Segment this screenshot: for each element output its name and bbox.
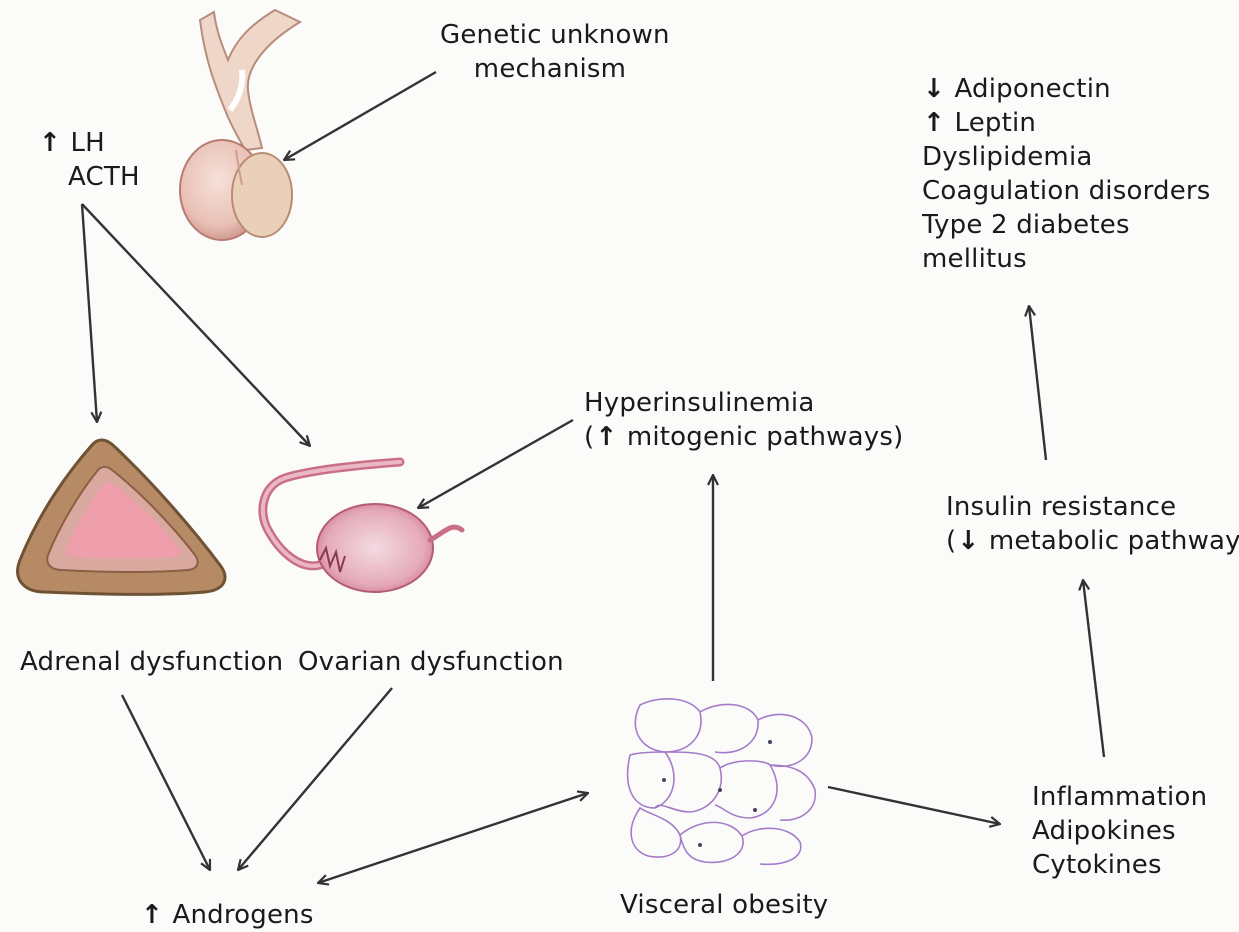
arrow-obesity-to-inflammation [828,787,1000,824]
arrow-adrenal-to-androgens [122,695,210,870]
androgens-text: Androgens [172,900,313,930]
down-arrow-icon: ↓ [922,72,946,106]
down-arrow-icon: ↓ [956,524,980,558]
visceral-obesity-label: Visceral obesity [620,888,828,922]
metabolic-pathway-text: metabolic pathway) [989,526,1239,556]
metabolic-outcomes-list: ↓ Adiponectin ↑ Leptin Dyslipidemia Coag… [922,72,1211,276]
lh-acth-label: ↑ LH ACTH [38,126,140,194]
coagulation-text: Coagulation disorders [922,174,1211,208]
genetic-line-1: Genetic unknown [440,18,660,52]
androgens-label: ↑ Androgens [140,898,314,932]
mitogenic-text: mitogenic pathways) [627,422,904,452]
genetic-mechanism-label: Genetic unknown mechanism [440,18,660,86]
arrow-genetic-to-pituitary [284,72,436,160]
arrow-lh-to-adrenal [82,204,97,422]
up-arrow-icon: ↑ [922,106,946,140]
genetic-line-2: mechanism [440,52,660,86]
adrenal-dysfunction-label: Adrenal dysfunction [20,645,283,679]
adiponectin-text: Adiponectin [954,74,1110,104]
adipose-tissue-illustration [628,699,816,864]
arrow-insulin-resistance-to-outcomes [1029,306,1046,460]
acth-text: ACTH [38,160,140,194]
inflammation-text: Inflammation [1032,780,1207,814]
adipokines-text: Adipokines [1032,814,1207,848]
lh-text: LH [70,128,104,158]
adrenal-illustration [18,440,225,594]
hyperinsulinemia-label: Hyperinsulinemia (↑ mitogenic pathways) [584,386,903,454]
ovary-illustration [263,462,462,592]
arrow-inflammation-to-insulin-resistance [1083,580,1104,757]
hyperinsulinemia-text: Hyperinsulinemia [584,386,903,420]
diabetes-text-1: Type 2 diabetes [922,208,1211,242]
up-arrow-icon: ↑ [594,420,618,454]
insulin-resistance-text: Insulin resistance [946,490,1239,524]
arrow-androgens-obesity-bidirectional [318,793,588,883]
up-arrow-icon: ↑ [38,126,62,160]
inflammation-label: Inflammation Adipokines Cytokines [1032,780,1207,882]
dyslipidemia-text: Dyslipidemia [922,140,1211,174]
insulin-resistance-label: Insulin resistance (↓ metabolic pathway) [946,490,1239,558]
diabetes-text-2: mellitus [922,242,1211,276]
leptin-text: Leptin [954,108,1036,138]
arrow-hyperinsulinemia-to-ovary [418,420,573,508]
ovarian-dysfunction-label: Ovarian dysfunction [298,645,564,679]
pituitary-illustration [180,10,300,240]
arrow-lh-to-ovary [82,204,310,446]
up-arrow-icon: ↑ [140,898,164,932]
arrow-ovary-to-androgens [238,688,392,870]
cytokines-text: Cytokines [1032,848,1207,882]
